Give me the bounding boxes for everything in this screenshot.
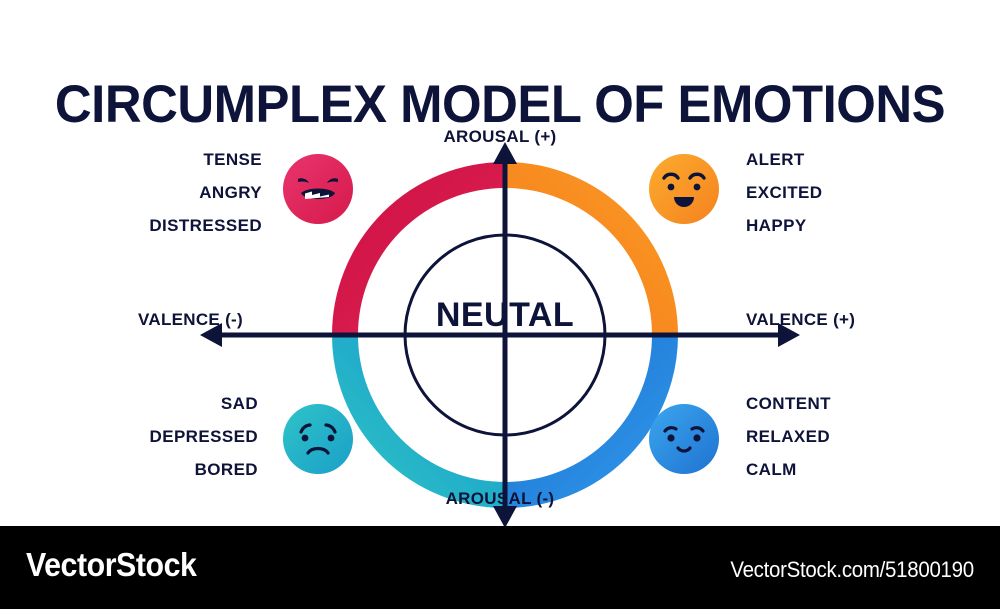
emotion-word: HAPPY: [746, 216, 807, 235]
emotion-word: CONTENT: [746, 394, 831, 413]
happy-face-icon: [649, 154, 719, 224]
quadrant-words-top-right: ALERT EXCITED HAPPY: [746, 143, 1000, 242]
quadrant-words-top-left: TENSE ANGRY DISTRESSED: [0, 143, 262, 242]
arc-bottom-right: [504, 334, 678, 508]
vectorstock-logo: VectorStock: [26, 546, 197, 583]
arrow-up-icon: [493, 142, 517, 164]
quadrant-words-bottom-left: SAD DEPRESSED BORED: [0, 387, 258, 486]
axis-label-arousal-negative: AROUSAL (-): [445, 489, 555, 508]
emotion-word: TENSE: [203, 150, 262, 169]
circumplex-ring: [332, 142, 678, 528]
watermark-footer: VectorStock VectorStock.com/51800190: [0, 526, 1000, 609]
arrow-right-icon: [778, 323, 800, 347]
emotion-word: DISTRESSED: [149, 216, 262, 235]
quadrant-words-bottom-right: CONTENT RELAXED CALM: [746, 387, 1000, 486]
emotion-word: DEPRESSED: [149, 427, 258, 446]
emotion-word: ALERT: [746, 150, 805, 169]
arrow-down-icon: [493, 506, 517, 528]
axis-label-valence-positive: VALENCE (+): [746, 310, 856, 329]
horizontal-axis: [200, 323, 800, 347]
calm-face-icon: [649, 404, 719, 474]
circumplex-diagram: NEUTAL AROUSAL (+) AROUSAL (-) VALENCE (…: [0, 127, 1000, 528]
emotion-word: BORED: [194, 460, 258, 479]
emotion-word: SAD: [220, 394, 258, 413]
axis-label-valence-negative: VALENCE (-): [138, 310, 243, 329]
sad-face-icon: [283, 404, 353, 474]
axis-label-arousal-positive: AROUSAL (+): [443, 127, 557, 146]
emotion-word: EXCITED: [746, 183, 823, 202]
vectorstock-url: VectorStock.com/51800190: [730, 557, 974, 582]
center-neutral-label: NEUTAL: [435, 296, 575, 334]
page-title: CIRCUMPLEX MODEL OF EMOTIONS: [54, 74, 946, 134]
arc-top-right: [504, 162, 678, 336]
angry-face-icon: [283, 154, 353, 224]
arrow-left-icon: [200, 323, 222, 347]
emotion-word: RELAXED: [746, 427, 831, 446]
emotion-word: ANGRY: [199, 183, 262, 202]
arc-top-left: [332, 162, 506, 336]
emotion-word: CALM: [746, 460, 797, 479]
ring-arcs: [332, 162, 678, 508]
arc-bottom-left: [332, 334, 506, 508]
